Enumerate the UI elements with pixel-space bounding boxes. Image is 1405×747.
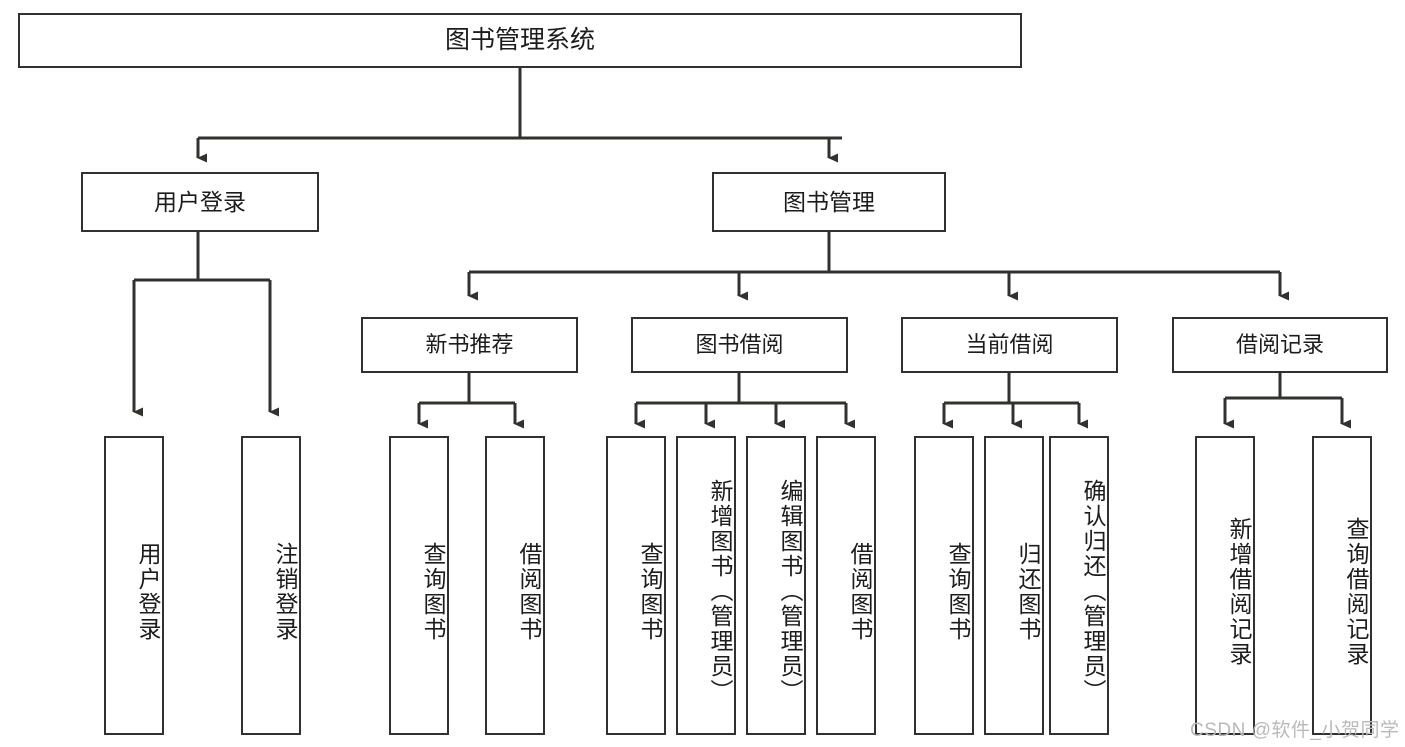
leaf-book-borrow-borrow-books[interactable]: 借阅图书 [816, 436, 876, 735]
node-label: 借阅图书 [847, 541, 873, 642]
node-user-login[interactable]: 用户登录 [81, 172, 319, 232]
leaf-user-login-logout[interactable]: 注销登录 [241, 436, 301, 735]
node-label: 查询借阅记录 [1343, 516, 1369, 667]
node-label: 查询图书 [945, 541, 971, 642]
node-label: 图书管理系统 [444, 26, 595, 55]
leaf-current-borrow-return-books[interactable]: 归还图书 [984, 436, 1044, 735]
node-label: 图书管理 [783, 188, 875, 215]
leaf-new-book-borrow-books[interactable]: 借阅图书 [485, 436, 545, 735]
node-label: 编辑图书（管理员） [777, 479, 803, 704]
node-label: 借阅图书 [516, 541, 542, 642]
node-label: 查询图书 [637, 541, 663, 642]
node-label: 借阅记录 [1235, 331, 1324, 357]
node-root-system[interactable]: 图书管理系统 [18, 13, 1022, 68]
node-label: 新增图书（管理员） [707, 479, 733, 704]
node-label: 查询图书 [420, 541, 446, 642]
node-label: 新书推荐 [425, 331, 514, 357]
node-label: 归还图书 [1015, 541, 1041, 642]
leaf-borrow-records-add-record[interactable]: 新增借阅记录 [1195, 436, 1255, 735]
node-label: 新增借阅记录 [1226, 516, 1252, 667]
node-label: 图书借阅 [695, 331, 784, 357]
node-current-borrow[interactable]: 当前借阅 [901, 317, 1118, 373]
node-label: 确认归还（管理员） [1080, 479, 1106, 704]
leaf-current-borrow-query-books[interactable]: 查询图书 [914, 436, 974, 735]
leaf-user-login-login[interactable]: 用户登录 [104, 436, 164, 735]
leaf-borrow-records-query-record[interactable]: 查询借阅记录 [1312, 436, 1372, 735]
node-label: 当前借阅 [965, 331, 1054, 357]
leaf-book-borrow-query-books[interactable]: 查询图书 [606, 436, 666, 735]
leaf-book-borrow-add-book-admin[interactable]: 新增图书（管理员） [676, 436, 736, 735]
node-book-management[interactable]: 图书管理 [712, 172, 946, 232]
leaf-new-book-query-books[interactable]: 查询图书 [389, 436, 449, 735]
leaf-current-borrow-confirm-return-admin[interactable]: 确认归还（管理员） [1049, 436, 1109, 735]
node-borrow-records[interactable]: 借阅记录 [1172, 317, 1388, 373]
node-book-borrow[interactable]: 图书借阅 [631, 317, 848, 373]
node-label: 用户登录 [135, 541, 161, 642]
node-label: 用户登录 [154, 188, 246, 215]
leaf-book-borrow-edit-book-admin[interactable]: 编辑图书（管理员） [746, 436, 806, 735]
node-label: 注销登录 [272, 541, 298, 642]
node-new-book-recommend[interactable]: 新书推荐 [361, 317, 578, 373]
csdn-watermark: CSDN @软件_小贺同学 [1190, 720, 1400, 741]
